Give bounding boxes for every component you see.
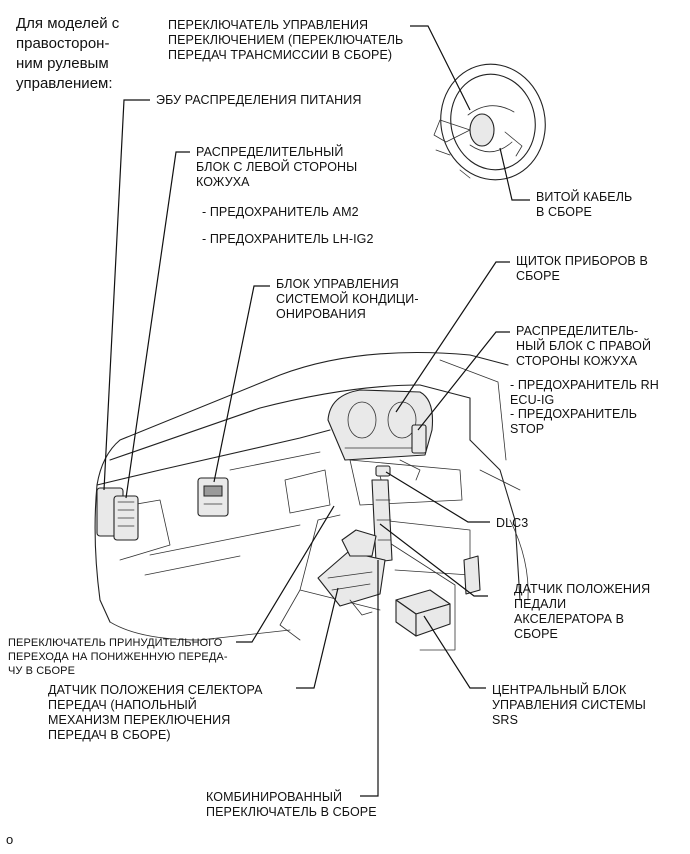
srs-unit-part [395, 589, 451, 637]
label-fuse-lh-ig2: - ПРЕДОХРАНИТЕЛЬ LH-IG2 [202, 232, 374, 246]
label-spiral-cable: ВИТОЙ КАБЕЛЬ В СБОРЕ [536, 190, 633, 219]
ac-control-part [197, 477, 229, 517]
dlc3-part [375, 465, 391, 491]
label-srs-unit: ЦЕНТРАЛЬНЫЙ БЛОК УПРАВЛЕНИЯ СИСТЕМЫ SRS [492, 683, 646, 727]
footer-mark: o [6, 832, 14, 847]
steering-column-part [371, 479, 393, 563]
right-junction-part [399, 424, 427, 481]
shift-lever-part [317, 529, 386, 616]
accel-pedal-part [463, 555, 481, 595]
leader-lines [103, 25, 530, 797]
label-accel-sensor: ДАТЧИК ПОЛОЖЕНИЯ ПЕДАЛИ АКСЕЛЕРАТОРА В С… [514, 582, 651, 641]
label-combination-meter: ЩИТОК ПРИБОРОВ В СБОРЕ [516, 254, 648, 283]
label-selector-sensor: ДАТЧИК ПОЛОЖЕНИЯ СЕЛЕКТОРА ПЕРЕДАЧ (НАПО… [48, 683, 263, 742]
label-combination-switch: КОМБИНИРОВАННЫЙ ПЕРЕКЛЮЧАТЕЛЬ В СБОРЕ [206, 790, 377, 819]
label-left-junction-block: РАСПРЕДЕЛИТЕЛЬНЫЙ БЛОК С ЛЕВОЙ СТОРОНЫ К… [196, 145, 358, 189]
label-fuse-am2: - ПРЕДОХРАНИТЕЛЬ AM2 [202, 205, 359, 219]
steering-wheel-inset [433, 63, 546, 181]
power-ecu-part [96, 487, 139, 541]
section-heading: Для моделей с правосторон- ним рулевым у… [16, 15, 120, 92]
label-fuse-rh-ecu-ig: - ПРЕДОХРАНИТЕЛЬ RH ECU-IG [510, 378, 659, 407]
label-power-ecu: ЭБУ РАСПРЕДЕЛЕНИЯ ПИТАНИЯ [156, 93, 362, 107]
label-ac-control: БЛОК УПРАВЛЕНИЯ СИСТЕМОЙ КОНДИЦИ- ОНИРОВ… [276, 277, 419, 321]
label-fuse-stop: - ПРЕДОХРАНИТЕЛЬ STOP [510, 407, 638, 436]
label-dlc3: DLC3 [496, 516, 529, 530]
label-shift-switch: ПЕРЕКЛЮЧАТЕЛЬ УПРАВЛЕНИЯ ПЕРЕКЛЮЧЕНИЕМ (… [168, 18, 404, 62]
label-kickdown-switch: ПЕРЕКЛЮЧАТЕЛЬ ПРИНУДИТЕЛЬНОГО ПЕРЕХОДА Н… [8, 637, 228, 677]
instrument-panel [94, 352, 529, 651]
label-right-junction-block: РАСПРЕДЕЛИТЕЛЬ- НЫЙ БЛОК С ПРАВОЙ СТОРОН… [516, 324, 652, 368]
